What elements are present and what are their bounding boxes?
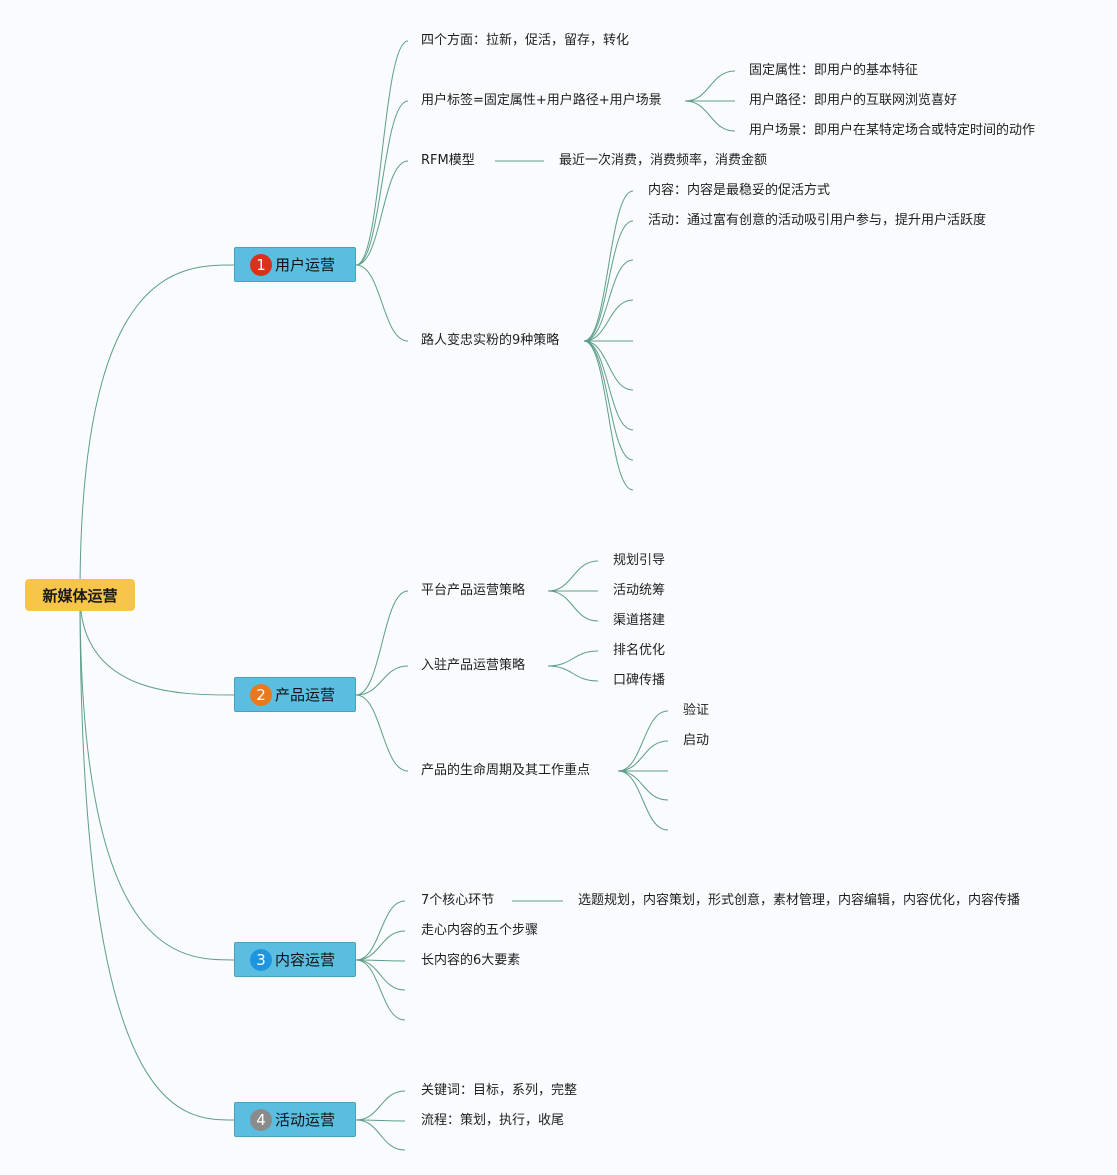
root-node-new-media-operations[interactable]: 新媒体运营 [25,579,135,611]
branch3-link [355,930,406,961]
strategy-link [583,190,634,342]
lifecycle-link [617,710,669,772]
node-planning-guidance[interactable]: 规划引导 [613,553,666,568]
branch1-link [355,264,409,342]
node-platform-product-strategy[interactable]: 平台产品运营策略 [421,583,526,598]
user-tags-link [684,100,736,132]
node-activity-strategy[interactable]: 活动：通过富有创意的活动吸引用户参与，提升用户活跃度 [648,213,987,228]
branch1-link [355,160,409,266]
node-word-of-mouth[interactable]: 口碑传播 [613,673,666,688]
branch4-link [355,1119,406,1151]
node-product-lifecycle[interactable]: 产品的生命周期及其工作重点 [421,763,591,778]
branch1-link [355,40,409,266]
node-ranking-optimization[interactable]: 排名优化 [613,643,666,658]
branch-label: 产品运营 [275,686,336,704]
branch3-link [355,959,406,991]
root-link-branch-1 [79,264,235,596]
node-nine-strategies[interactable]: 路人变忠实粉的9种策略 [421,333,560,348]
number-3-badge-icon: 3 [250,948,272,971]
node-user-tags[interactable]: 用户标签=固定属性+用户路径+用户场景 [421,93,662,108]
platform-link [547,590,599,622]
branch-content-operations[interactable]: 3 内容运营 [234,942,356,977]
root-link-branch-4 [79,594,235,1121]
branch3-link [355,900,406,961]
number-2-badge-icon: 2 [250,683,272,706]
strategy-link [583,340,634,491]
node-content-strategy[interactable]: 内容：内容是最稳妥的促活方式 [648,183,831,198]
node-activity-coordination[interactable]: 活动统筹 [613,583,666,598]
branch-label: 用户运营 [275,256,336,274]
branch4-link [355,1090,406,1121]
strategy-link [583,340,634,391]
platform-link [547,560,599,592]
node-rfm-summary[interactable]: 最近一次消费，消费频率，消费金额 [559,153,768,168]
node-process[interactable]: 流程：策划，执行，收尾 [421,1113,565,1128]
node-rfm-model[interactable]: RFM模型 [421,153,475,168]
node-validation[interactable]: 验证 [683,703,710,718]
root-link-branch-3 [79,594,235,961]
branch2-link [355,665,409,696]
root-link-branch-2 [79,594,235,696]
strategy-link [583,340,634,461]
node-user-scene[interactable]: 用户场景：即用户在某特定场合或特定时间的动作 [749,123,1036,138]
root-node-label: 新媒体运营 [42,586,118,605]
node-keywords[interactable]: 关键词：目标，系列，完整 [421,1083,578,1098]
branch2-link [355,590,409,696]
branch2-link [355,694,409,772]
branch-product-operations[interactable]: 2 产品运营 [234,677,356,712]
node-settled-product-strategy[interactable]: 入驻产品运营策略 [421,658,526,673]
branch-label: 活动运营 [275,1111,336,1129]
lifecycle-link [617,770,669,831]
node-seven-core-summary[interactable]: 选题规划，内容策划，形式创意，素材管理，内容编辑，内容优化，内容传播 [578,893,1021,908]
branch-label: 内容运营 [275,951,336,969]
settled-link [547,650,599,667]
branch-user-operations[interactable]: 1 用户运营 [234,247,356,282]
strategy-link [583,259,634,342]
settled-link [547,665,599,682]
branch3-link [355,959,406,962]
branch1-link [355,100,409,266]
branch4-link [355,1119,406,1122]
node-fixed-attributes[interactable]: 固定属性：即用户的基本特征 [749,63,919,78]
node-seven-core-steps[interactable]: 7个核心环节 [421,893,495,908]
node-five-steps[interactable]: 走心内容的五个步骤 [421,923,539,938]
strategy-link [583,299,634,342]
lifecycle-link [617,770,669,801]
node-user-path[interactable]: 用户路径：即用户的互联网浏览喜好 [749,93,958,108]
lifecycle-link [617,740,669,772]
node-launch[interactable]: 启动 [683,733,710,748]
branch-activity-operations[interactable]: 4 活动运营 [234,1102,356,1137]
number-4-badge-icon: 4 [250,1108,272,1131]
strategy-link [583,220,634,342]
node-channel-building[interactable]: 渠道搭建 [613,613,666,628]
branch3-link [355,959,406,1021]
number-1-badge-icon: 1 [250,253,272,276]
node-six-elements[interactable]: 长内容的6大要素 [421,953,521,968]
node-four-aspects[interactable]: 四个方面：拉新，促活，留存，转化 [421,33,630,48]
user-tags-link [684,70,736,102]
